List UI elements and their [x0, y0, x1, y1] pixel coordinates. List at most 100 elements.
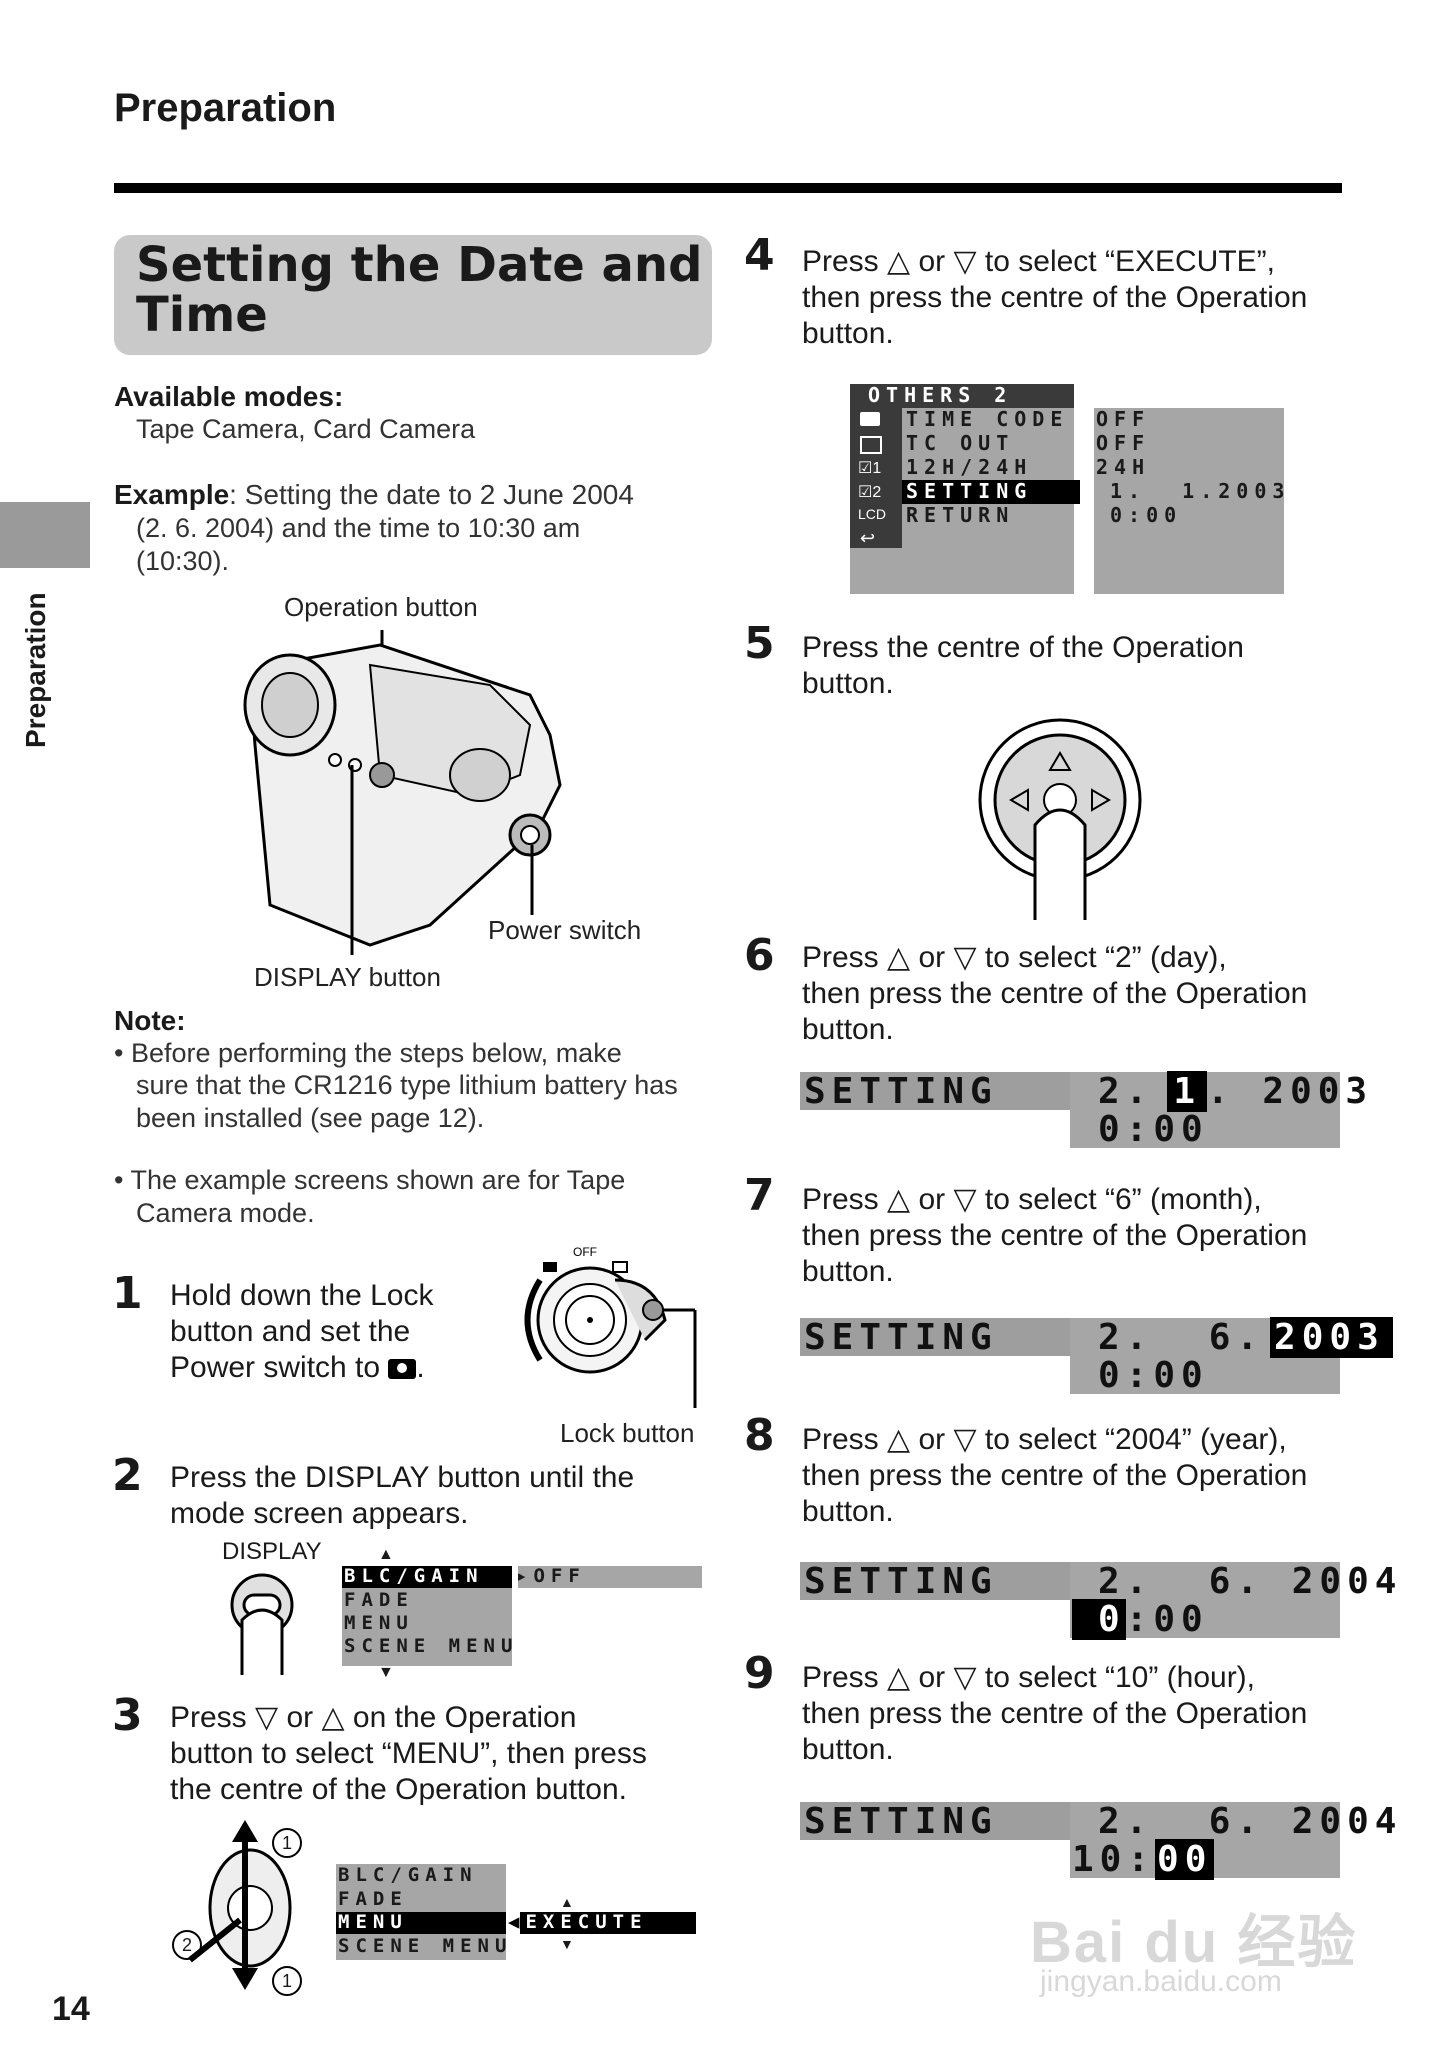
return-icon: ↩: [860, 528, 876, 548]
s6-day-cursor: 1: [1167, 1071, 1208, 1112]
s3-down-arrow: ▼: [560, 1936, 574, 1952]
s7-date: 2. 6.2003: [1098, 1317, 1393, 1358]
s9-date: 2. 6. 2004: [1098, 1801, 1403, 1842]
step-5-number: 5: [744, 618, 775, 669]
s4-menu-title-bar: [850, 384, 1074, 408]
step-9-l2: then press the centre of the Operation: [802, 1697, 1308, 1730]
step-9-l3: button.: [802, 1733, 894, 1766]
side-tab: [0, 502, 90, 568]
s7-time: 0:00: [1098, 1355, 1209, 1396]
step-4-l3: button.: [802, 317, 894, 350]
camcorder-illustration: [243, 630, 562, 955]
s3-up-arrow: ▲: [560, 1894, 574, 1910]
available-modes-label: Available modes:: [114, 381, 344, 412]
s4-values-bg: [1094, 408, 1284, 594]
available-modes-value: Tape Camera, Card Camera: [136, 414, 476, 444]
circle-marker-2: 2: [172, 1930, 202, 1960]
circle-marker-1-bottom: 1: [272, 1966, 302, 1996]
header-rule: [114, 183, 1342, 193]
down-triangle-icon: ▽: [953, 245, 977, 278]
s8-time: 0:00: [1072, 1599, 1209, 1640]
step-9-number: 9: [744, 1648, 775, 1699]
step-3-number: 3: [112, 1690, 143, 1741]
step-9-l1: Press △ or ▽ to select “10” (hour),: [802, 1661, 1256, 1694]
up-triangle-icon: △: [321, 1701, 345, 1734]
s2-value: ▸OFF: [516, 1565, 586, 1587]
s9-minute-cursor: 00: [1155, 1839, 1215, 1880]
s2-menu-item-1: FADE: [344, 1589, 414, 1611]
step-2-l1: Press the DISPLAY button until the: [170, 1461, 635, 1494]
example-line3: (10:30).: [136, 546, 230, 576]
operation-press-illustration: [188, 1820, 292, 1990]
s2-value-bg: [518, 1566, 702, 1588]
step-6-l2: then press the centre of the Operation: [802, 977, 1308, 1010]
s9-time: 10:00: [1072, 1839, 1215, 1880]
display-button-label: DISPLAY button: [254, 962, 441, 992]
s6-time: 0:00: [1098, 1109, 1209, 1150]
step-3-l2: button to select “MENU”, then press: [170, 1737, 647, 1770]
others-2-icon: ☑2: [858, 484, 882, 501]
down-triangle-icon: ▽: [953, 1661, 977, 1694]
up-triangle-icon: △: [887, 1423, 911, 1456]
page-number: 14: [52, 1990, 90, 2028]
s4-item-0: TIME CODE: [906, 407, 1069, 431]
side-label: Preparation: [20, 592, 51, 748]
operation-button-label: Operation button: [284, 592, 478, 622]
up-triangle-icon: △: [887, 245, 911, 278]
step-7-l2: then press the centre of the Operation: [802, 1219, 1308, 1252]
up-triangle-icon: △: [887, 1183, 911, 1216]
note-b2-l1: • The example screens shown are for Tape: [114, 1165, 626, 1195]
power-dial-illustration: OFF: [524, 1245, 697, 1408]
watermark-url: jingyan.baidu.com: [1040, 1965, 1282, 1998]
s9-osd-date-bg: [1070, 1802, 1340, 1840]
step-8-l1: Press △ or ▽ to select “2004” (year),: [802, 1423, 1287, 1456]
note-b1-l3: been installed (see page 12).: [136, 1103, 485, 1133]
power-switch-label: Power switch: [488, 915, 642, 945]
step-6-l1: Press △ or ▽ to select “2” (day),: [802, 941, 1227, 974]
s4-value-0: OFF: [1096, 407, 1151, 431]
note-b1-l1: • Before performing the steps below, mak…: [114, 1038, 622, 1068]
others-1-icon: ☑1: [858, 460, 882, 477]
step-2-number: 2: [112, 1450, 143, 1501]
s4-item-1: TC OUT: [906, 431, 1015, 455]
s4-value-2: 24H: [1096, 455, 1151, 479]
s8-hour-cursor: 0: [1072, 1599, 1126, 1640]
s6-osd-row2: [1070, 1110, 1340, 1148]
down-triangle-icon: ▽: [953, 941, 977, 974]
s2-menu-item-2: MENU: [344, 1612, 414, 1634]
step-1-number: 1: [112, 1268, 143, 1319]
example-line2: (2. 6. 2004) and the time to 10:30 am: [136, 513, 581, 543]
down-triangle-icon: ▽: [953, 1183, 977, 1216]
step-6-l3: button.: [802, 1013, 894, 1046]
note-b1-l2: sure that the CR1216 type lithium batter…: [136, 1070, 678, 1100]
s7-osd-row2: [1070, 1356, 1340, 1394]
step-7-l1: Press △ or ▽ to select “6” (month),: [802, 1183, 1262, 1216]
step-6-number: 6: [744, 930, 775, 981]
display-press-icon: [230, 1573, 294, 1675]
step-1-l1: Hold down the Lock: [170, 1279, 434, 1312]
s4-value-3: 1. 1.2003: [1110, 479, 1291, 503]
section-title: Preparation: [114, 86, 337, 130]
s7-setting-label: SETTING: [804, 1317, 998, 1358]
example-line1: Example: Setting the date to 2 June 2004: [114, 479, 634, 510]
step-7-l3: button.: [802, 1255, 894, 1288]
title-box: [114, 235, 712, 355]
s2-up-arrow: ▲: [378, 1546, 394, 1563]
s9-setting-label: SETTING: [804, 1801, 998, 1842]
s4-value-4: 0:00: [1110, 503, 1183, 527]
s4-item-3: SETTING: [906, 479, 1033, 503]
watermark-logo: Bai du 经验: [1030, 1910, 1358, 1975]
s3-menu-item-2: MENU: [338, 1911, 408, 1933]
operation-button-press-illustration: [978, 718, 1142, 920]
camera-mode-icon: [860, 412, 880, 426]
up-triangle-icon: △: [887, 1661, 911, 1694]
s4-item-2: 12H/24H: [906, 455, 1033, 479]
svg-text:OFF: OFF: [573, 1245, 597, 1259]
s3-value: ◀EXECUTE: [508, 1911, 648, 1933]
s4-divider: [1080, 408, 1094, 594]
s3-menu-item-3: SCENE MENU: [338, 1935, 513, 1957]
s3-value-bg: [520, 1912, 696, 1934]
camera-mode-icon: [388, 1359, 417, 1379]
up-triangle-icon: △: [887, 941, 911, 974]
step-2-l2: mode screen appears.: [170, 1497, 469, 1530]
